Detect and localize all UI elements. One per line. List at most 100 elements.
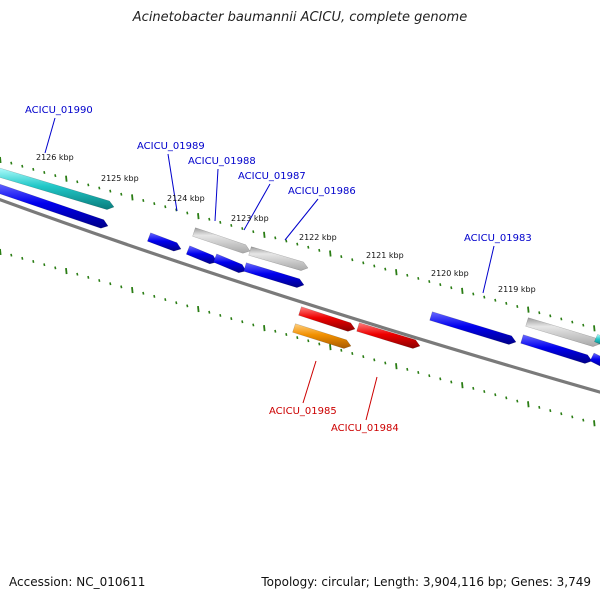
- outer-tick-mark: [450, 286, 453, 290]
- outer-tick-mark: [65, 175, 68, 182]
- outer-tick-mark: [340, 255, 343, 259]
- gene-label[interactable]: ACICU_01985: [269, 406, 337, 417]
- inner-tick-mark: [263, 325, 266, 332]
- gene-leader-line: [44, 117, 56, 154]
- inner-tick-mark: [0, 248, 2, 256]
- outer-tick-mark: [98, 186, 101, 190]
- outer-tick-mark: [43, 170, 46, 174]
- tick-label: 2119 kbp: [498, 285, 536, 294]
- outer-tick-mark: [142, 199, 145, 202]
- inner-tick-mark: [318, 342, 321, 346]
- inner-tick-mark: [373, 358, 376, 362]
- inner-tick-mark: [395, 363, 398, 370]
- inner-tick-mark: [340, 348, 343, 352]
- gene-label[interactable]: ACICU_01989: [137, 141, 205, 152]
- inner-tick-mark: [175, 301, 178, 305]
- inner-tick-mark: [384, 361, 387, 365]
- gene-label[interactable]: ACICU_01984: [331, 423, 399, 434]
- inner-tick-mark: [230, 317, 233, 321]
- outer-tick-mark: [285, 239, 288, 243]
- gene-leader-line: [167, 153, 178, 212]
- outer-tick-mark: [76, 180, 79, 184]
- gene-track: [0, 167, 600, 367]
- gene-labels: ACICU_01990ACICU_01989ACICU_01988ACICU_0…: [25, 105, 532, 434]
- cyan-gene-arrow[interactable]: [0, 167, 115, 210]
- gene-label[interactable]: ACICU_01983: [464, 233, 532, 244]
- outer-tick-mark: [384, 267, 387, 271]
- inner-tick-mark: [593, 420, 596, 427]
- outer-tick-mark: [219, 220, 222, 224]
- blue-gene-arrow[interactable]: [520, 334, 593, 364]
- outer-tick-mark: [241, 227, 244, 231]
- inner-tick-mark: [87, 275, 90, 279]
- inner-tick-mark: [32, 260, 35, 263]
- outer-tick-mark: [296, 242, 299, 246]
- outer-tick-mark: [505, 301, 508, 305]
- blue-gene-arrow[interactable]: [185, 245, 218, 265]
- outer-tick-mark: [32, 167, 35, 171]
- outer-tick-mark: [461, 287, 464, 294]
- gray-gene-arrow[interactable]: [192, 227, 251, 254]
- outer-tick-mark: [439, 283, 442, 287]
- gray-gene-arrow[interactable]: [248, 246, 309, 271]
- orange-gene-arrow[interactable]: [292, 323, 352, 349]
- blue-gene-arrow[interactable]: [589, 352, 600, 367]
- tick-label: 2124 kbp: [167, 194, 205, 203]
- cyan-gene-arrow[interactable]: [594, 333, 600, 345]
- outer-tick-mark: [538, 311, 541, 315]
- outer-tick-mark: [109, 189, 112, 193]
- outer-tick-mark: [197, 213, 200, 220]
- genome-stats-text: Topology: circular; Length: 3,904,116 bp…: [261, 575, 591, 589]
- inner-tick-mark: [98, 279, 101, 283]
- inner-tick-mark: [582, 418, 585, 422]
- inner-tick-mark: [120, 285, 123, 289]
- accession-text: Accession: NC_010611: [9, 575, 146, 589]
- inner-tick-mark: [362, 355, 365, 359]
- outer-tick-mark: [186, 211, 189, 215]
- inner-tick-mark: [109, 282, 112, 286]
- tick-ring-outer: [0, 156, 596, 332]
- inner-tick-mark: [296, 336, 299, 340]
- inner-tick-mark: [483, 390, 486, 394]
- inner-tick-mark: [406, 367, 409, 371]
- blue-gene-arrow[interactable]: [147, 232, 182, 252]
- inner-tick-mark: [142, 291, 145, 295]
- blue-gene-arrow[interactable]: [0, 183, 109, 229]
- outer-tick-mark: [395, 269, 398, 276]
- gene-label[interactable]: ACICU_01987: [238, 171, 306, 182]
- tick-label: 2125 kbp: [101, 174, 139, 183]
- blue-gene-arrow[interactable]: [243, 262, 305, 288]
- tick-label: 2126 kbp: [36, 153, 74, 162]
- outer-tick-mark: [274, 236, 277, 240]
- outer-tick-mark: [571, 320, 574, 324]
- inner-tick-mark: [549, 409, 552, 413]
- inner-tick-mark: [274, 329, 277, 333]
- outer-tick-mark: [351, 258, 354, 262]
- gene-label[interactable]: ACICU_01990: [25, 105, 93, 116]
- inner-tick-mark: [307, 339, 310, 343]
- red-gene-arrow[interactable]: [298, 306, 356, 332]
- inner-tick-mark: [252, 323, 255, 327]
- inner-tick-mark: [197, 306, 200, 313]
- outer-tick-mark: [21, 164, 24, 168]
- outer-tick-mark: [252, 230, 255, 234]
- blue-gene-arrow[interactable]: [212, 253, 247, 274]
- tick-ring-inner: [0, 248, 596, 427]
- inner-tick-mark: [472, 386, 475, 390]
- outer-tick-mark: [10, 161, 13, 165]
- outer-tick-mark: [54, 174, 57, 178]
- outer-tick-mark: [362, 261, 365, 265]
- inner-tick-mark: [10, 253, 13, 257]
- gene-label[interactable]: ACICU_01986: [288, 186, 356, 197]
- outer-tick-mark: [406, 273, 409, 277]
- red-gene-arrow[interactable]: [356, 322, 421, 349]
- blue-gene-arrow[interactable]: [429, 311, 517, 345]
- inner-tick-mark: [516, 399, 519, 403]
- gene-leader-line: [482, 245, 495, 294]
- gene-leader-line: [284, 198, 319, 241]
- gene-label[interactable]: ACICU_01988: [188, 156, 256, 167]
- outer-tick-mark: [483, 295, 486, 299]
- inner-tick-mark: [351, 352, 354, 355]
